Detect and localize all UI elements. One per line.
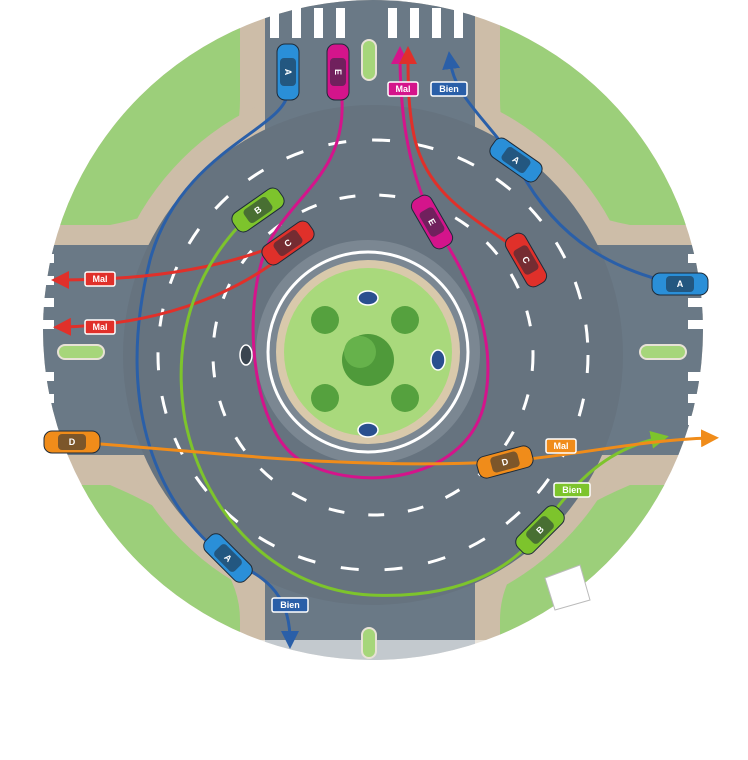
roundabout-sign-icon: [430, 349, 446, 371]
car-d: D: [476, 445, 534, 479]
car-c: C: [261, 220, 315, 266]
label-text: Bien: [562, 485, 582, 495]
tree: [391, 306, 419, 334]
label-mal: Mal: [84, 319, 116, 335]
car-a: A: [489, 137, 543, 183]
roundabout-signs: [239, 290, 446, 438]
label-mal: Mal: [387, 81, 419, 97]
label-bien: Bien: [430, 81, 468, 97]
splitter-island-east: [639, 344, 687, 360]
car-a: A: [203, 533, 253, 583]
label-text: Bien: [439, 84, 459, 94]
car-letter: C: [282, 237, 293, 249]
car-letter: A: [283, 69, 293, 76]
label-bien: Bien: [553, 482, 591, 498]
path-blue-a: [135, 91, 299, 649]
car-e: E: [410, 194, 454, 250]
car-e: E: [326, 43, 350, 101]
central-island-ring: [266, 250, 470, 454]
splitter-island-north: [361, 39, 377, 81]
car-a: A: [276, 43, 300, 101]
building-corner: [544, 564, 591, 611]
roundabout-sign-icon: [357, 290, 379, 306]
car-b: B: [231, 187, 285, 233]
label-text: Mal: [92, 322, 107, 332]
roundabout-sign-icon: [239, 344, 253, 366]
crosswalk-north: [270, 8, 463, 38]
splitter-island-south: [361, 627, 377, 659]
crosswalk-west: [14, 254, 54, 425]
car-b: B: [515, 505, 565, 555]
tree: [311, 306, 339, 334]
car-letter: A: [510, 154, 521, 166]
label-text: Mal: [92, 274, 107, 284]
car-letter: B: [252, 204, 263, 216]
tree: [391, 384, 419, 412]
cars-layer: A E A B C E C A D D B A: [43, 43, 709, 583]
car-a: A: [651, 272, 709, 296]
car-letter: E: [333, 69, 343, 75]
car-letter: E: [426, 217, 438, 227]
label-mal: Mal: [84, 271, 116, 287]
car-letter: D: [501, 456, 510, 467]
label-bien: Bien: [271, 597, 309, 613]
car-letter: A: [677, 279, 684, 289]
lane-dashes-inner: [211, 193, 535, 517]
car-d: D: [43, 430, 101, 454]
tree: [311, 384, 339, 412]
roundabout-sign-icon: [357, 422, 379, 438]
label-text: Mal: [395, 84, 410, 94]
car-c: C: [504, 232, 548, 288]
tree: [344, 336, 376, 368]
car-letter: D: [69, 437, 76, 447]
label-mal: Mal: [545, 438, 577, 454]
label-text: Bien: [280, 600, 300, 610]
label-text: Mal: [553, 441, 568, 451]
path-orange-d: [71, 429, 719, 466]
trees: [311, 306, 419, 412]
splitter-island-west: [57, 344, 105, 360]
car-letter: C: [520, 255, 532, 266]
lane-dashes-outer: [156, 138, 590, 572]
